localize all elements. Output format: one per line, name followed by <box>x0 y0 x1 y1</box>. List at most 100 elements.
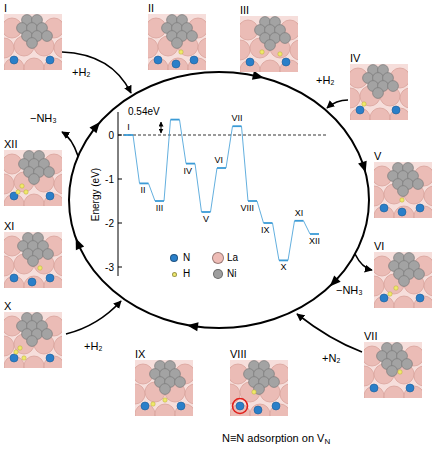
structure-panel: VIII <box>230 348 288 416</box>
energy-level <box>295 220 304 222</box>
axis-title: Energy (eV) <box>90 167 101 220</box>
la-atom <box>54 336 62 356</box>
la-atom <box>394 296 414 308</box>
state-number: VI <box>214 156 223 166</box>
panel-number: VIII <box>230 348 247 360</box>
h-atom <box>252 390 256 394</box>
n-atom <box>28 278 36 286</box>
structure-picture <box>4 232 62 288</box>
axis-tick <box>118 267 122 268</box>
h-atom <box>151 402 155 406</box>
state-number: IX <box>261 226 270 236</box>
ni-atom <box>269 377 280 388</box>
legend-swatch <box>170 254 178 262</box>
level-connector <box>273 223 280 260</box>
h-atom <box>394 286 398 290</box>
energy-level <box>171 119 180 121</box>
axis-tick-label: 0 <box>108 130 114 141</box>
ni-atom <box>373 88 384 99</box>
n-atom <box>398 208 406 216</box>
cycle-ring <box>69 72 369 328</box>
structure-panel: X <box>4 300 62 368</box>
h-atom <box>24 190 28 194</box>
state-number: XI <box>295 209 304 219</box>
la-atom <box>168 58 188 70</box>
h-atom <box>163 398 167 402</box>
n-atom <box>46 56 54 64</box>
structure-picture <box>4 150 62 206</box>
n-atom <box>406 384 414 392</box>
n-atom <box>380 294 388 302</box>
state-number: IV <box>183 167 192 177</box>
y-axis <box>118 112 119 276</box>
barrier-arrow <box>161 122 162 133</box>
panel-number: VII <box>364 330 377 342</box>
ni-atom <box>175 377 186 388</box>
la-atom <box>374 276 384 296</box>
h-atom <box>20 184 24 188</box>
n-atom <box>282 58 290 66</box>
h-atom <box>388 292 392 296</box>
n-atom <box>46 192 54 200</box>
la-atom <box>4 336 14 356</box>
n-atom <box>246 58 254 66</box>
state-number: I <box>127 123 130 133</box>
state-number: XII <box>309 237 320 247</box>
panel-number: IX <box>135 348 145 360</box>
n-atom <box>416 294 424 302</box>
structure-picture <box>364 342 422 398</box>
h-atom <box>179 50 183 54</box>
cycle-arrowhead <box>89 122 99 133</box>
axis-tick-label: -3 <box>105 262 114 273</box>
la-atom <box>424 186 432 206</box>
structure-panel: VII <box>364 330 422 398</box>
state-number: VII <box>231 114 242 124</box>
ni-atom <box>27 336 38 347</box>
n-atom <box>141 402 149 410</box>
ni-atom <box>28 256 39 267</box>
la-atom <box>185 384 193 404</box>
h-atom <box>16 190 20 194</box>
structure-panel: XII <box>4 138 62 206</box>
ni-atom <box>42 329 53 340</box>
la-atom <box>414 366 422 386</box>
energy-level <box>264 222 273 224</box>
n-atom <box>236 402 244 410</box>
state-number: VIII <box>240 204 254 214</box>
ni-atom <box>413 179 424 190</box>
structure-picture <box>374 252 432 308</box>
n-atom <box>46 274 54 282</box>
axis-tick-label: -2 <box>105 218 114 229</box>
panel-number: II <box>148 2 154 14</box>
n-atom <box>416 204 424 212</box>
la-atom <box>155 404 175 416</box>
ni-atom <box>387 366 398 377</box>
reaction-step: +N₂ <box>322 352 341 364</box>
structure-picture <box>350 64 408 120</box>
n-atom <box>190 56 198 64</box>
ni-atom <box>399 276 410 287</box>
ni-atom <box>44 167 55 178</box>
la-atom <box>4 256 14 276</box>
la-atom <box>135 384 145 404</box>
h-atom <box>18 346 22 350</box>
la-atom <box>148 38 158 58</box>
ni-atom <box>43 249 54 260</box>
reaction-step: −NH₃ <box>30 112 57 124</box>
energy-level <box>233 125 242 127</box>
n-atom <box>172 60 180 68</box>
structure-picture <box>4 14 62 70</box>
h-atom <box>278 52 282 56</box>
energy-level <box>202 211 211 213</box>
level-connector <box>257 201 264 223</box>
reaction-step: +H₂ <box>72 66 91 78</box>
h-atom <box>260 50 264 54</box>
legend-label: H <box>183 268 190 279</box>
side-arrow <box>62 52 131 93</box>
la-atom <box>364 366 374 386</box>
n-atom <box>10 274 18 282</box>
caption-subscript: N <box>324 438 330 447</box>
la-atom <box>384 386 404 398</box>
ni-atom <box>172 38 183 49</box>
la-atom <box>260 60 280 72</box>
